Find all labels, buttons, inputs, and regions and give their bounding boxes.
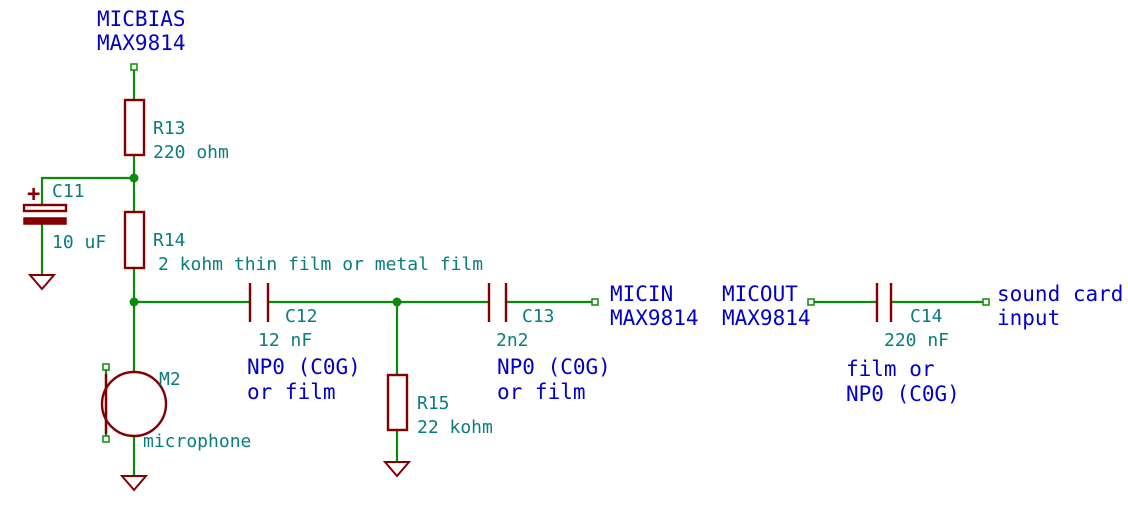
net-label-micin-line1: MICIN	[610, 282, 673, 306]
c13-note-line1: NP0 (C0G)	[497, 355, 611, 379]
c13-note-line2: or film	[497, 380, 586, 404]
c12-ref: C12	[285, 306, 318, 327]
c12-note-line2: or film	[247, 380, 336, 404]
c11-ref: C11	[52, 181, 85, 202]
r15-ref: R15	[417, 393, 450, 414]
c11-polarity: +	[27, 182, 40, 207]
c14-note-line1: film or	[846, 357, 935, 381]
pin-micin	[591, 298, 599, 306]
junction-r14-c12	[129, 297, 139, 307]
net-label-micin-line2: MAX9814	[610, 306, 699, 330]
c12-value: 12 nF	[258, 330, 312, 351]
c13-value: 2n2	[496, 330, 529, 351]
c12-note-line1: NP0 (C0G)	[247, 355, 361, 379]
c13-ref: C13	[522, 306, 555, 327]
c11-plate-negative	[23, 217, 67, 225]
r13-value: 220 ohm	[153, 142, 229, 163]
pin-soundcard	[982, 298, 990, 306]
r14-ref: R14	[153, 230, 186, 251]
wire-node-c11	[40, 176, 136, 207]
net-label-micout-line1: MICOUT	[722, 282, 798, 306]
capacitor-c12-icon	[248, 283, 270, 322]
net-label-micbias-line2: MAX9814	[97, 31, 186, 55]
pin-mic-bottom	[102, 435, 110, 443]
pin-micbias	[130, 63, 138, 71]
net-label-micbias-line1: MICBIAS	[97, 7, 186, 31]
c14-note-line2: NP0 (C0G)	[846, 382, 960, 406]
resistor-r15-icon	[386, 373, 409, 432]
r13-ref: R13	[153, 118, 186, 139]
m2-ref: M2	[159, 369, 181, 390]
net-label-soundcard-line2: input	[997, 306, 1060, 330]
junction-r13-r14	[129, 173, 139, 183]
net-label-micout-line2: MAX9814	[722, 306, 811, 330]
microphone-m2-icon	[100, 370, 168, 438]
capacitor-c11-icon	[22, 203, 68, 225]
ground-icon-mic	[119, 475, 149, 492]
junction-c12-c13	[392, 297, 402, 307]
resistor-r13-icon	[123, 98, 146, 157]
pins	[102, 63, 990, 443]
c14-ref: C14	[910, 306, 943, 327]
junctions	[129, 173, 402, 307]
r14-value: 2 kohm thin film or metal film	[158, 254, 483, 275]
r15-value: 22 kohm	[417, 417, 493, 438]
ground-icon-r15	[382, 461, 412, 478]
c11-plate-positive	[22, 203, 68, 213]
capacitor-c13-icon	[487, 283, 508, 322]
resistor-r14-icon	[123, 210, 146, 270]
pin-micout	[807, 298, 815, 306]
capacitor-c14-icon	[875, 283, 893, 322]
ground-icon-c11	[27, 274, 57, 291]
c11-value: 10 uF	[52, 232, 106, 253]
net-label-soundcard-line1: sound card	[997, 282, 1123, 306]
pin-mic-top	[102, 363, 110, 371]
m2-value: microphone	[143, 431, 251, 452]
c14-value: 220 nF	[884, 330, 949, 351]
